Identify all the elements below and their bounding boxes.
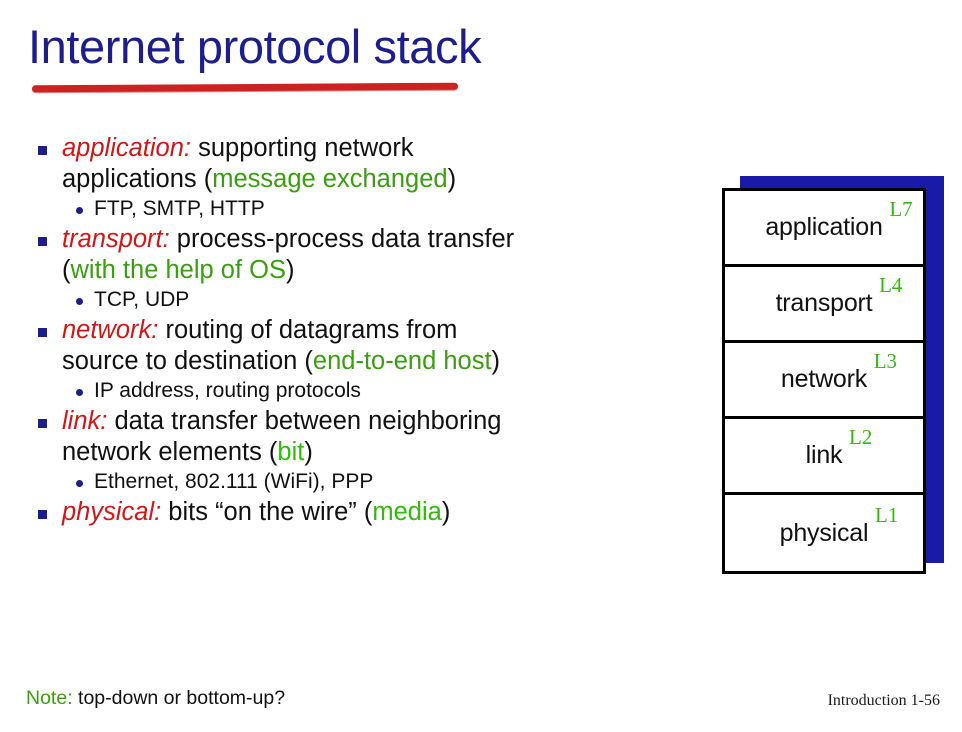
title-block: Internet protocol stack (28, 20, 728, 93)
layer-label-link: link: (62, 407, 108, 435)
title-underline-stroke (31, 82, 459, 93)
stack-layer-application-number: L7 (889, 197, 913, 221)
sub-bullet-link: Ethernet, 802.111 (WiFi), PPP (24, 469, 684, 495)
stack-layer-transport-number: L4 (879, 273, 903, 297)
stack-layer-link-name: link (805, 441, 843, 469)
bullet-square-icon (38, 146, 47, 155)
bullet-transport-line2-green: with the help of OS (70, 256, 286, 284)
bullet-link-line2-pre: network elements ( (62, 438, 278, 466)
bullet-item-network: network: routing of datagrams from sourc… (24, 315, 684, 377)
sub-bullet-text-application: FTP, SMTP, HTTP (94, 197, 265, 220)
sub-bullet-text-network: IP address, routing protocols (94, 379, 361, 402)
bullet-link-line2-green: bit (277, 438, 305, 466)
stack-layer-physical-inner: physical L1 (779, 503, 899, 548)
bullet-application-line2-post: ) (447, 165, 457, 193)
sub-bullet-application: FTP, SMTP, HTTP (24, 196, 684, 222)
bullet-transport-line2-post: ) (285, 256, 295, 284)
sub-bullet-text-transport: TCP, UDP (94, 288, 190, 311)
bullet-square-icon (38, 419, 47, 428)
bullet-link-line2-post: ) (304, 438, 313, 466)
stack-layer-boxes: application L7 transport L4 network L3 l… (722, 188, 926, 574)
stack-layer-network-name: network (780, 365, 868, 393)
bullet-transport-line1-rest: process-process data transfer (169, 225, 515, 253)
bullet-network-line2-post: ) (491, 347, 501, 375)
stack-layer-application: application L7 (725, 191, 923, 267)
bullet-network-line1-rest: routing of datagrams from (158, 316, 458, 344)
note-label: Note: (26, 687, 73, 709)
footer-reference: Introduction 1-56 (827, 692, 940, 709)
layer-label-network: network: (62, 316, 159, 344)
stack-layer-application-inner: application L7 (765, 197, 912, 242)
stack-layer-network-inner: network L3 (780, 349, 897, 394)
bullet-text-link: link: data transfer between neighboring … (62, 406, 684, 468)
sub-bullet-transport: TCP, UDP (24, 287, 684, 313)
stack-layer-link-inner: link L2 (805, 425, 873, 470)
bullet-item-transport: transport: process-process data transfer… (24, 224, 684, 286)
bullet-text-network: network: routing of datagrams from sourc… (62, 315, 684, 377)
sub-bullet-dot-icon (76, 389, 83, 396)
note-text: top-down or bottom-up? (78, 687, 286, 709)
stack-layer-transport-name: transport (775, 289, 873, 317)
bullet-link-line1-rest: data transfer between neighboring (107, 407, 502, 435)
bullet-network-line2-pre: source to destination ( (62, 347, 313, 375)
bullet-physical-line1-green: media (372, 498, 442, 526)
bullet-text-application: application: supporting network applicat… (62, 133, 684, 195)
page-title: Internet protocol stack (28, 20, 482, 73)
stack-layer-physical-name: physical (779, 518, 869, 547)
bullet-network-line2-green: end-to-end host (312, 347, 492, 375)
stack-layer-physical-number: L1 (875, 502, 899, 527)
note-line: Note: top-down or bottom-up? (26, 687, 285, 710)
bullet-physical-line1-rest: bits “on the wire” ( (161, 498, 373, 526)
stack-layer-link: link L2 (725, 419, 923, 495)
bullet-square-icon (38, 237, 47, 246)
bullet-transport-line2-pre: ( (62, 256, 71, 284)
sub-bullet-text-link: Ethernet, 802.111 (WiFi), PPP (94, 470, 374, 493)
stack-layer-application-name: application (765, 213, 883, 241)
layer-label-application: application: (62, 134, 192, 162)
stack-layer-transport-inner: transport L4 (775, 273, 903, 318)
stack-layer-physical: physical L1 (725, 495, 923, 571)
stack-layer-network: network L3 (725, 343, 923, 419)
bullet-item-physical: physical: bits “on the wire” (media) (24, 497, 684, 528)
stack-layer-network-number: L3 (873, 349, 898, 373)
layer-label-physical: physical: (62, 498, 162, 526)
sub-bullet-dot-icon (76, 207, 83, 214)
sub-bullet-dot-icon (76, 480, 83, 487)
bullet-item-application: application: supporting network applicat… (24, 133, 684, 195)
stack-layer-transport: transport L4 (725, 267, 923, 343)
bullet-square-icon (38, 328, 47, 337)
sub-bullet-network: IP address, routing protocols (24, 378, 684, 404)
layer-label-transport: transport: (62, 225, 170, 253)
bullet-list: application: supporting network applicat… (24, 133, 684, 529)
bullet-square-icon (38, 510, 47, 519)
bullet-application-line2-pre: applications ( (62, 165, 213, 193)
bullet-physical-line1-post: ) (441, 498, 451, 526)
bullet-application-line2-green: message exchanged (212, 165, 448, 193)
protocol-stack-diagram: application L7 transport L4 network L3 l… (722, 176, 944, 574)
bullet-text-physical: physical: bits “on the wire” (media) (62, 497, 684, 528)
bullet-text-transport: transport: process-process data transfer… (62, 224, 684, 286)
stack-layer-link-number: L2 (849, 425, 873, 449)
sub-bullet-dot-icon (76, 298, 83, 305)
bullet-item-link: link: data transfer between neighboring … (24, 406, 684, 468)
bullet-application-line1-rest: supporting network (191, 134, 414, 162)
